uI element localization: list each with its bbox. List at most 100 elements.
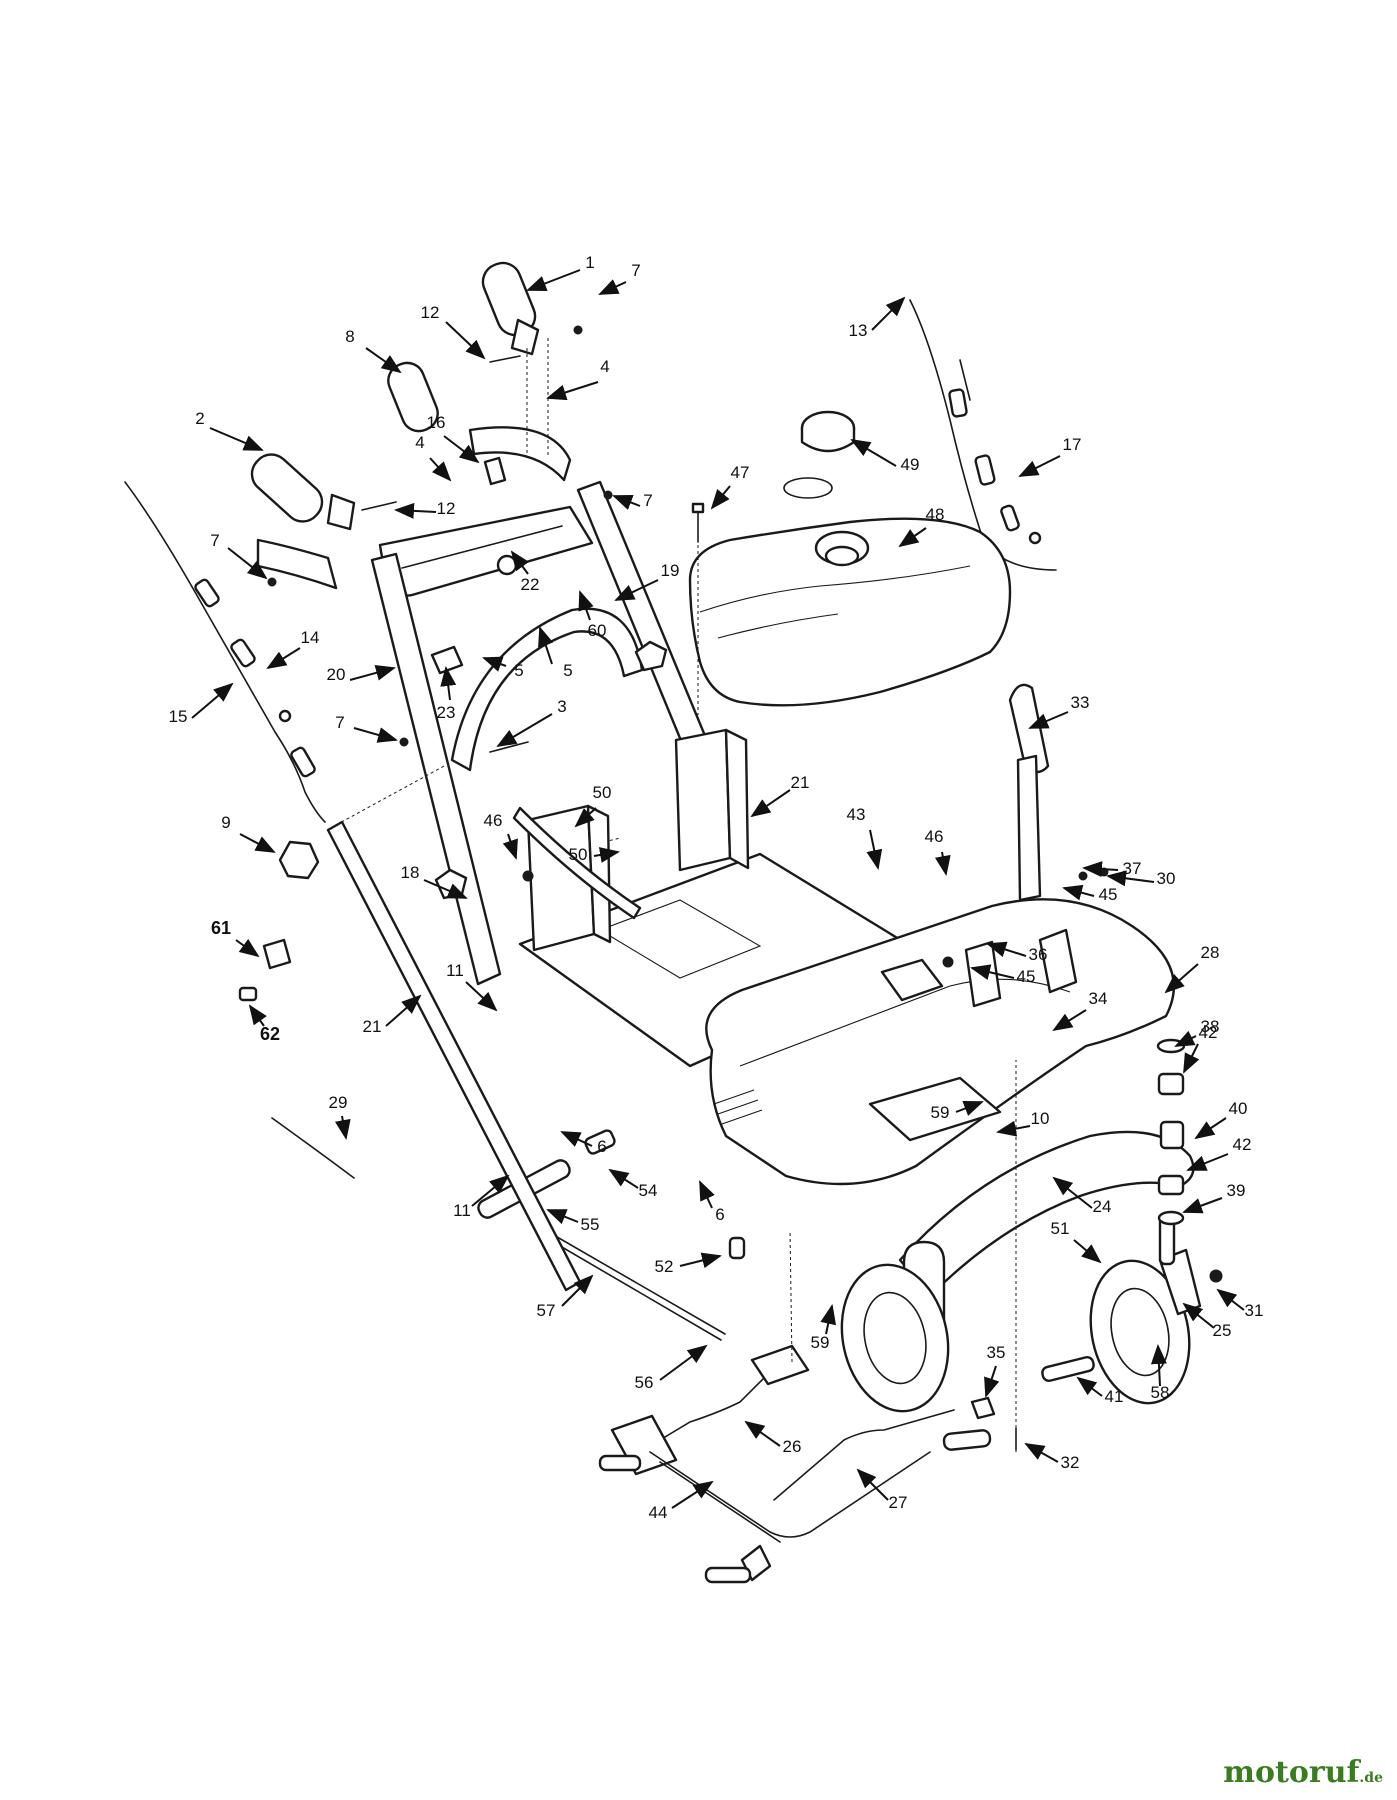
callout-13: 13 [849,296,906,340]
callout-12: 12 [394,499,456,519]
callout-number: 14 [301,628,320,647]
callout-number: 58 [1151,1383,1170,1402]
callout-number: 21 [363,1017,382,1036]
callout-arrow [1150,1344,1167,1387]
callout-54: 54 [608,1168,657,1200]
callout-2: 2 [195,409,264,451]
callout-number: 22 [521,575,540,594]
callout-arrow [496,713,553,748]
callout-number: 7 [631,261,640,280]
callout-number: 55 [581,1215,600,1234]
callout-number: 21 [791,773,810,792]
callout-3: 3 [496,697,567,748]
watermark-logo: motoruf.de [1223,1755,1383,1790]
callout-arrow [560,1131,593,1147]
callout-34: 34 [1052,989,1107,1032]
callout-number: 36 [1029,945,1048,964]
callout-arrow [465,981,498,1012]
callout-42: 42 [1183,1023,1218,1074]
callout-11: 11 [453,1174,510,1220]
callout-number: 27 [889,1493,908,1512]
callout-number: 7 [335,713,344,732]
callout-11: 11 [446,961,498,1012]
callout-number: 5 [514,661,523,680]
callout-number: 40 [1229,1099,1248,1118]
callout-arrow [1182,1197,1223,1214]
callout-number: 43 [847,805,866,824]
callout-arrow [191,682,234,719]
callout-arrow [546,381,599,401]
callout-arrow [1052,1009,1087,1032]
callout-arrow [986,941,1027,958]
callout-36: 36 [986,941,1048,964]
callout-number: 32 [1061,1453,1080,1472]
callout-number: 59 [811,1333,830,1352]
callout-arrow [1182,1302,1215,1329]
callout-arrow [429,457,452,482]
callout-arrow [934,851,951,876]
callout-21: 21 [750,773,810,818]
callout-52: 52 [655,1252,722,1276]
callout-number: 18 [401,863,420,882]
callout-28: 28 [1164,943,1219,994]
callout-4: 4 [546,357,610,401]
callout-number: 20 [327,665,346,684]
callout-number: 49 [901,455,920,474]
callout-arrow [671,1480,714,1509]
callout-number: 30 [1157,869,1176,888]
callout-arrow [239,833,276,853]
callout-number: 46 [484,811,503,830]
callout-40: 40 [1194,1099,1248,1140]
callout-29: 29 [329,1093,351,1140]
callout-arrow [679,1252,722,1269]
front-wheels [840,1038,1223,1413]
callout-arrow [850,438,897,467]
callout-arrow [423,879,468,899]
callout-arrow [394,502,437,519]
control-cables [124,299,1057,823]
callout-arrow [856,1468,889,1501]
callout-arrow [502,833,518,860]
callout-number: 42 [1199,1023,1218,1042]
callout-arrow [526,269,581,292]
callout-arrow [561,1274,594,1307]
callout-number: 6 [715,1205,724,1224]
callout-number: 7 [210,531,219,550]
callout-number: 12 [437,499,456,518]
callout-number: 11 [446,961,464,980]
callout-arrow [1216,1288,1245,1311]
callout-number: 44 [649,1503,668,1522]
callout-7: 7 [612,491,653,510]
callout-arrow [334,1115,351,1140]
callout-48: 48 [898,505,944,548]
callout-51: 51 [1051,1219,1102,1264]
watermark-name: motoruf [1223,1755,1360,1790]
callout-number: 13 [849,321,868,340]
callout-arrow [445,321,486,360]
callout-59: 59 [811,1304,837,1352]
loose-parts [238,806,746,1341]
callout-14: 14 [266,628,320,670]
callout-number: 35 [987,1343,1006,1362]
callout-number: 52 [655,1257,674,1276]
callout-number: 8 [345,327,354,346]
callout-arrow [510,550,530,575]
callout-arrow [608,1168,639,1189]
callout-6: 6 [699,1180,725,1224]
callout-number: 56 [635,1373,654,1392]
callout-arrow [546,1209,579,1225]
callout-arrow [984,1365,1000,1398]
callout-number: 17 [1063,435,1082,454]
callout-arrow [1186,1153,1229,1171]
callout-41: 41 [1076,1376,1123,1406]
callout-number: 39 [1227,1181,1246,1200]
callout-number: 12 [421,303,440,322]
callout-30: 30 [1106,869,1176,888]
callout-31: 31 [1216,1288,1263,1320]
callout-50: 50 [569,845,620,864]
callout-arrow [1062,884,1095,901]
callout-arrow [248,1004,267,1027]
callout-number: 45 [1017,967,1036,986]
callout-7: 7 [598,261,641,295]
callout-46: 46 [484,811,518,860]
